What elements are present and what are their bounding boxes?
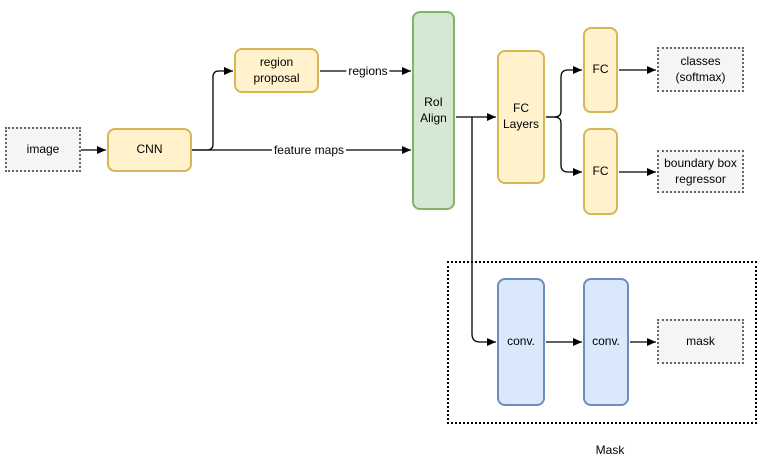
mask-group-label: Mask — [595, 443, 625, 457]
node-roi-align-label: RoI Align — [420, 94, 447, 125]
node-conv1-label: conv. — [507, 334, 535, 349]
edge-roi-align-to-conv1 — [471, 117, 496, 346]
node-region-proposal: region proposal — [234, 48, 319, 93]
node-boundary-box-label: boundary box regressor — [664, 155, 737, 186]
edge-cnn-to-region-proposal — [192, 67, 233, 151]
edge-fc-layers-to-fc-bottom — [546, 116, 582, 176]
node-image-label: image — [26, 141, 60, 156]
node-fc-top: FC — [583, 27, 618, 113]
node-fc-bottom: FC — [583, 128, 618, 215]
node-classes-label: classes (softmax) — [675, 53, 726, 84]
node-fc-layers-label: FC Layers — [502, 101, 540, 131]
node-boundary-box: boundary box regressor — [657, 150, 744, 193]
node-conv2: conv. — [583, 278, 629, 406]
node-conv1: conv. — [497, 278, 545, 406]
node-region-proposal-label: region proposal — [253, 54, 300, 85]
node-mask: mask — [657, 319, 744, 364]
node-fc-layers: FC Layers — [497, 50, 545, 184]
node-conv2-label: conv. — [592, 334, 620, 349]
node-fc-bottom-label: FC — [592, 163, 609, 178]
node-cnn: CNN — [107, 128, 192, 172]
edge-label-regions: regions — [346, 64, 390, 78]
node-cnn-label: CNN — [136, 142, 163, 157]
node-mask-label: mask — [686, 333, 715, 348]
node-fc-top-label: FC — [592, 62, 609, 77]
edge-fc-layers-to-fc-top — [546, 66, 582, 118]
edge-label-feature-maps: feature maps — [271, 143, 347, 157]
node-classes: classes (softmax) — [657, 47, 744, 92]
node-roi-align: RoI Align — [412, 11, 455, 210]
node-image: image — [5, 127, 81, 172]
